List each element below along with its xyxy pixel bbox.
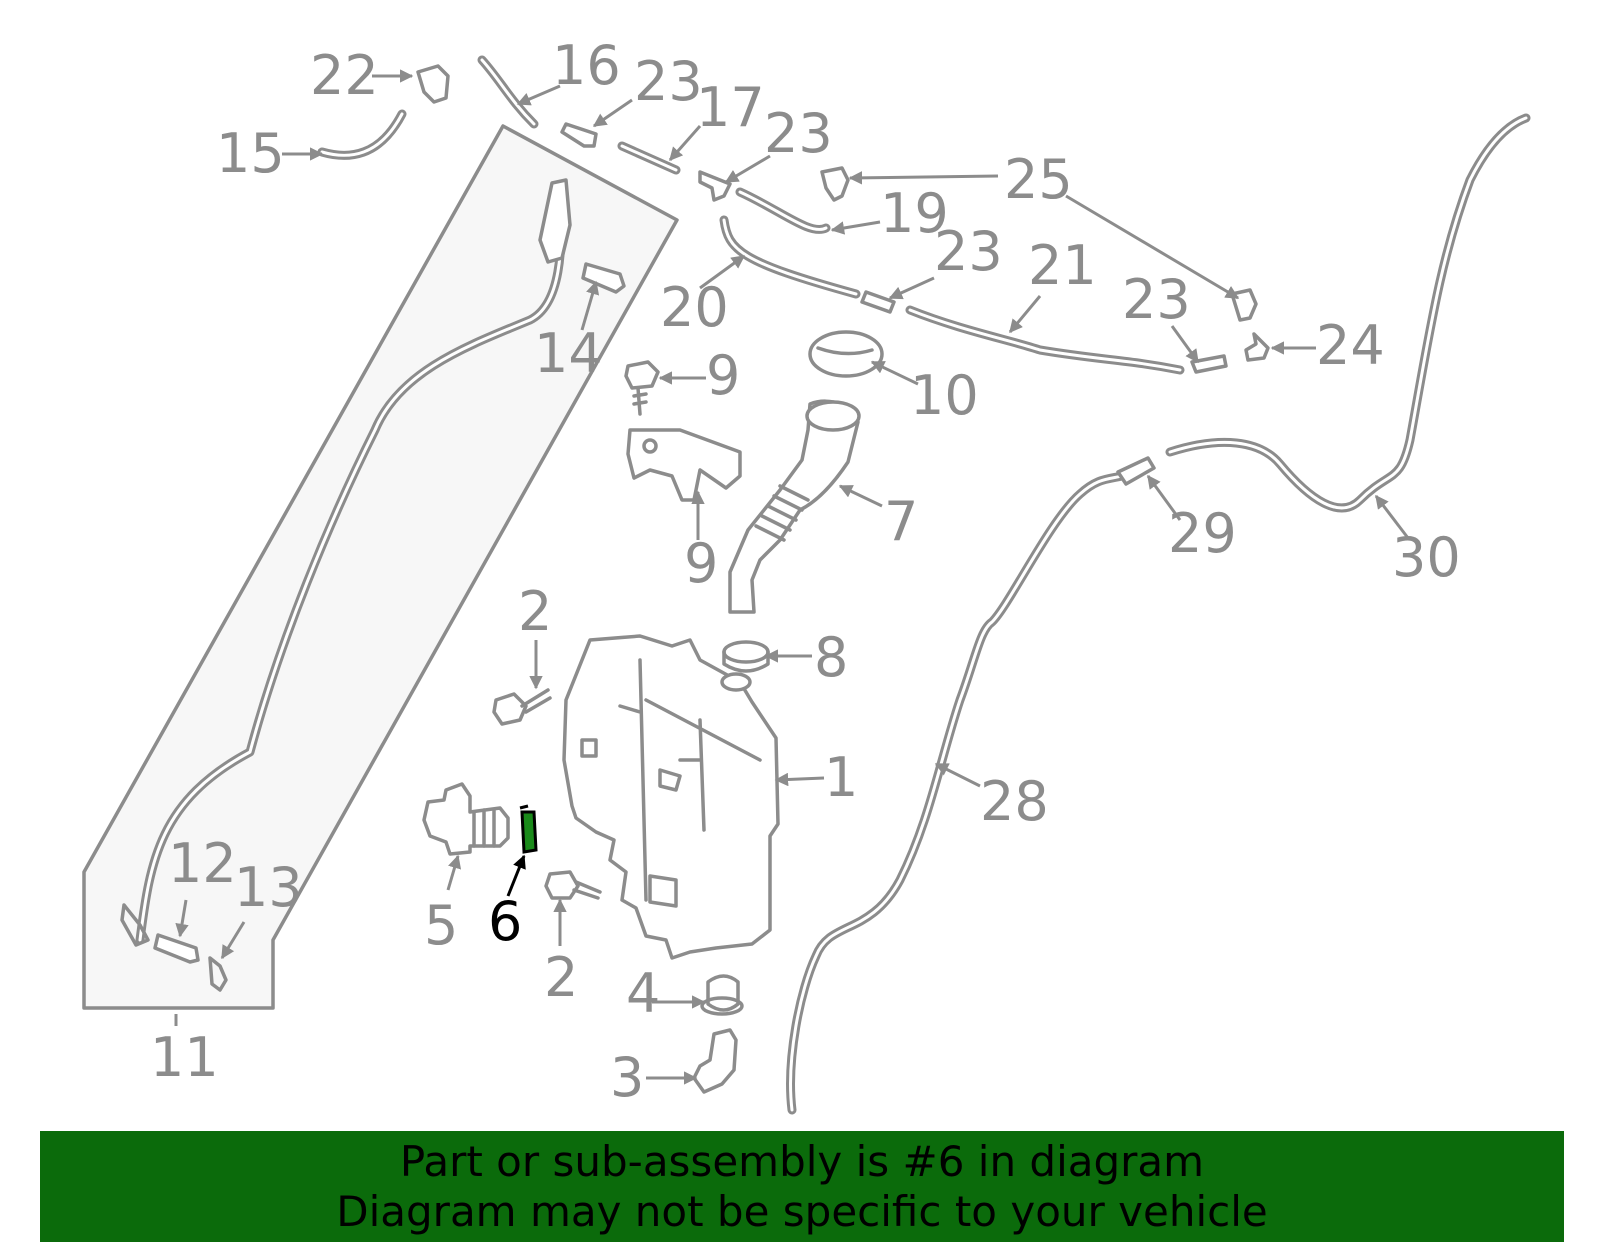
callout-19: 19 — [880, 182, 949, 245]
banner-line-part-number: Part or sub-assembly is #6 in diagram — [399, 1136, 1205, 1186]
callout-2-upper: 2 — [518, 580, 552, 643]
callout-27: 25 — [1004, 148, 1073, 211]
part-28-30-long-hose — [786, 113, 1531, 1115]
parts-diagram: 22 16 23 17 23 25 15 19 23 21 20 23 24 1… — [82, 34, 1531, 1115]
callout-9: 9 — [684, 532, 718, 595]
callout-13: 12 — [168, 832, 237, 895]
callout-4: 4 — [626, 962, 660, 1025]
part-23-connector-left — [560, 122, 598, 148]
callout-28: 28 — [980, 770, 1049, 833]
part-26-elbow — [1244, 332, 1270, 362]
callout-22: 22 — [310, 44, 379, 107]
part-1-reservoir-tank — [562, 634, 780, 960]
callout-29: 29 — [1168, 502, 1237, 565]
part-2-bolt-lower — [544, 870, 602, 900]
callout-5: 5 — [424, 894, 458, 957]
part-5-washer-pump — [422, 782, 510, 856]
callout-2-lower: 2 — [544, 946, 578, 1009]
callout-21: 21 — [1028, 234, 1097, 297]
part-12-hose-assembly-panel — [82, 124, 679, 1010]
part-22-nozzle — [416, 64, 450, 104]
callout-17: 16 — [552, 34, 621, 97]
callout-25: 23 — [934, 220, 1003, 283]
callout-23-right: 23 — [1122, 268, 1191, 331]
info-banner: Part or sub-assembly is #6 in diagram Di… — [40, 1131, 1564, 1242]
part-10-bolt — [624, 360, 660, 416]
callout-6-highlighted: 6 — [488, 890, 522, 953]
callout-11: 10 — [910, 364, 979, 427]
callout-24: 23 — [764, 102, 833, 165]
callout-labels: 22 16 23 17 23 25 15 19 23 21 20 23 24 1… — [150, 34, 1461, 1109]
part-7-filler-neck — [728, 399, 861, 614]
part-3-sensor — [692, 1028, 738, 1094]
callout-8: 8 — [814, 626, 848, 689]
part-23-connector-right — [1190, 354, 1228, 374]
callout-30: 30 — [1392, 526, 1461, 589]
part-27-nozzle-left — [820, 166, 850, 202]
callout-1: 1 — [824, 746, 858, 809]
callout-12: 11 — [150, 1026, 219, 1089]
part-4-grommet — [700, 974, 744, 1016]
callout-18: 17 — [696, 76, 765, 139]
callout-23-left: 23 — [634, 50, 703, 113]
callout-20: 20 — [660, 276, 729, 339]
leader-lines — [174, 69, 1410, 1085]
top-hoses-and-nozzles — [317, 55, 1270, 375]
part-8-grommet — [722, 640, 770, 673]
part-6-highlighted-seal[interactable] — [519, 804, 538, 854]
part-25-connector — [860, 290, 896, 314]
callout-10: 9 — [706, 344, 740, 407]
callout-15: 14 — [534, 322, 603, 385]
part-27-nozzle-right — [1230, 288, 1258, 322]
callout-16: 15 — [216, 122, 285, 185]
banner-line-disclaimer: Diagram may not be specific to your vehi… — [336, 1186, 1268, 1236]
callout-14: 13 — [234, 856, 303, 919]
callout-7: 7 — [884, 490, 918, 553]
part-2-bolt-upper — [492, 688, 552, 726]
part-24-tee — [698, 170, 732, 202]
callout-26: 24 — [1316, 314, 1385, 377]
callout-3: 3 — [610, 1046, 644, 1109]
